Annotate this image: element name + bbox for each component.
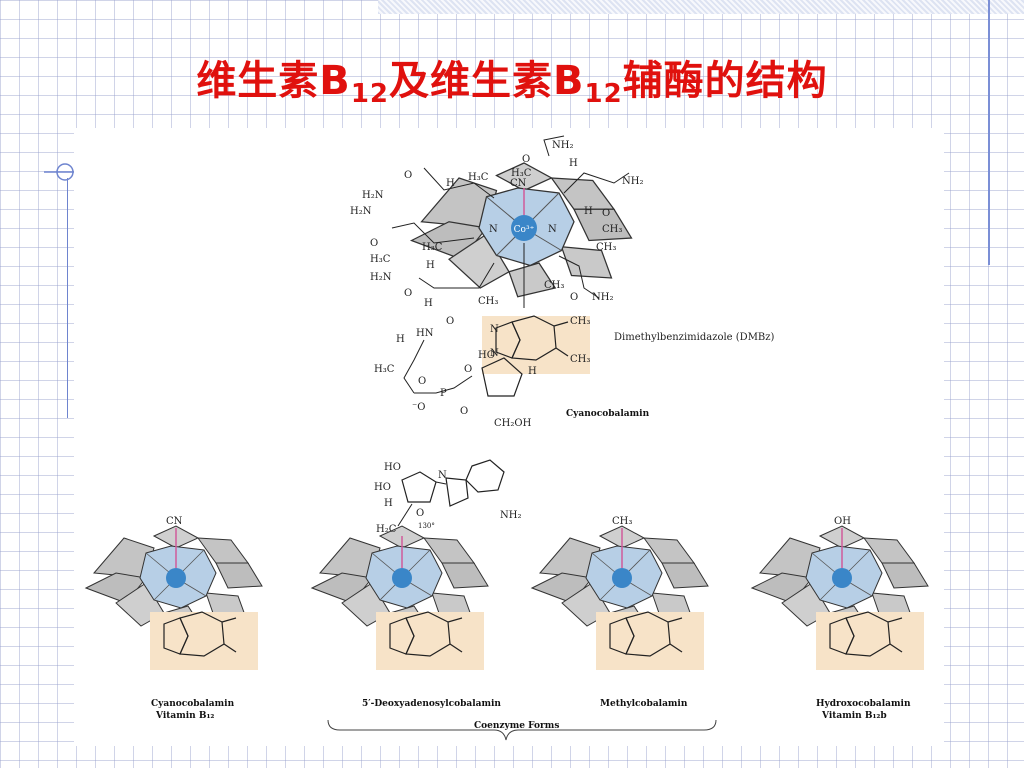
label-o-lower: O: [570, 292, 578, 303]
variant-2-caption-line1: 5′-Deoxyadenosylcobalamin: [362, 699, 501, 709]
main-structure-caption: Cyanocobalamin: [566, 409, 650, 419]
label-ch3-mid: CH₃: [478, 296, 498, 307]
label-o-right: O: [602, 208, 610, 219]
main-n-right: N: [548, 224, 557, 235]
label-o-phos-3: O: [460, 406, 468, 417]
main-dmbz-group: N N CH₃ CH₃: [481, 315, 591, 375]
variant-1-caption-line2: Vitamin B₁₂: [155, 711, 214, 721]
variant-3-ligand: CH₃: [612, 516, 632, 527]
structure-figure-svg: Co³⁺ CN N N NH₂ O H NH₂ O H CH₃ CH₃ H₃C …: [85, 135, 929, 741]
label-h3c-top-2: H₃C: [511, 168, 532, 179]
dmbz-ch3-bottom: CH₃: [570, 354, 590, 365]
variant-4-ligand: OH: [834, 516, 851, 527]
label-h-mid: H: [426, 260, 435, 271]
label-h-left-2: H: [424, 298, 433, 309]
label-p: P: [440, 388, 447, 399]
variant-4-caption-line1: Hydroxocobalamin: [816, 699, 911, 709]
label-h-sugar: H: [396, 334, 405, 345]
variant-4-hydroxocobalamin: OH Hydroxocobalamin Vitamin B₁₂b: [751, 516, 929, 721]
label-h-sugar-2: H: [528, 366, 537, 377]
dmbz-ch3-top: CH₃: [570, 316, 590, 327]
variant-4-caption-line2: Vitamin B₁₂b: [821, 711, 887, 721]
dmbz-n-bottom: N: [490, 348, 499, 359]
decorative-right-rule: [988, 0, 990, 265]
label-h3c-sugar: H₃C: [374, 364, 395, 375]
adenosyl-nh2: NH₂: [500, 510, 521, 521]
label-h3c-left: H₃C: [370, 254, 391, 265]
label-o-phos-2: O: [464, 364, 472, 375]
adenosyl-ho-2: HO: [374, 482, 391, 493]
cyanocobalamin-main-structure: Co³⁺ CN N N NH₂ O H NH₂ O H CH₃ CH₃ H₃C …: [350, 135, 775, 429]
label-nh2-right: NH₂: [622, 176, 643, 187]
decorative-top-band: [378, 0, 1024, 14]
variant-2-deoxyadenosylcobalamin: H₂C 5′-Deoxyadenosylcobalamin: [311, 524, 501, 709]
coenzyme-forms-bracket: [327, 719, 717, 741]
slide-title: 维生素B12及维生素B12辅酶的结构: [0, 48, 1024, 109]
label-o-minus: ⁻O: [412, 402, 425, 413]
title-part2: 及维生素B: [389, 58, 585, 104]
main-n-left: N: [489, 224, 498, 235]
adenosyl-h: H: [384, 498, 393, 509]
decorative-left-rule: [67, 178, 68, 418]
variant-2-ligand: H₂C: [376, 524, 397, 535]
label-nh2-lower: NH₂: [592, 292, 613, 303]
variant-1-caption-line1: Cyanocobalamin: [151, 699, 235, 709]
main-cn-label: CN: [510, 178, 527, 189]
adenosyl-group: HO HO H O N NH₂ 130°: [374, 459, 521, 530]
label-o-left-2: O: [404, 288, 412, 299]
label-h3c-mid: H₃C: [422, 242, 443, 253]
main-cobalt-label: Co³⁺: [514, 225, 535, 235]
coenzyme-forms-label: Coenzyme Forms: [474, 721, 559, 731]
main-cobalt-atom: [511, 215, 537, 241]
title-part1: 维生素B: [196, 58, 351, 104]
variant-3-methylcobalamin: CH₃ Methylcobalamin: [531, 516, 709, 709]
label-o-amide: O: [446, 316, 454, 327]
label-ch2oh: CH₂OH: [494, 418, 532, 429]
label-hn: HN: [416, 328, 434, 339]
label-h2n-left-2: H₂N: [350, 206, 372, 217]
label-ho-sugar: HO: [478, 350, 495, 361]
dmbz-name-label: Dimethylbenzimidazole (DMBz): [614, 332, 775, 343]
title-subscript-1: 12: [350, 79, 389, 109]
adenosyl-angle: 130°: [418, 522, 435, 530]
title-part3: 辅酶的结构: [622, 58, 828, 104]
label-ch3-right-1: CH₃: [602, 224, 622, 235]
label-o-left: O: [370, 238, 378, 249]
label-nh2-top: NH₂: [552, 140, 573, 151]
label-ch3-right-2: CH₃: [596, 242, 616, 253]
label-o-phos-1: O: [418, 376, 426, 387]
title-subscript-2: 12: [584, 79, 623, 109]
variant-1-cyanocobalamin: CN Cyanocobalamin Vitamin B₁₂: [85, 516, 263, 721]
bullet-cross-icon: [44, 163, 78, 181]
adenosyl-o: O: [416, 508, 424, 519]
label-h3c-top: H₃C: [468, 172, 489, 183]
variant-1-ligand: CN: [166, 516, 183, 527]
structure-figure: Co³⁺ CN N N NH₂ O H NH₂ O H CH₃ CH₃ H₃C …: [74, 128, 944, 746]
label-ch3-lower: CH₃: [544, 280, 564, 291]
variant-3-caption-line1: Methylcobalamin: [600, 699, 688, 709]
adenosyl-ho-1: HO: [384, 462, 401, 473]
label-h2n-left-3: H₂N: [370, 272, 392, 283]
label-h-right: H: [584, 206, 593, 217]
adenosyl-n: N: [438, 470, 447, 481]
dmbz-n-top: N: [490, 324, 499, 335]
label-h-top: H: [569, 158, 578, 169]
label-h2n-left-1: H₂N: [362, 190, 384, 201]
label-o-left-top: O: [404, 170, 412, 181]
label-o-top: O: [522, 154, 530, 165]
label-h-left-top: H: [446, 178, 455, 189]
